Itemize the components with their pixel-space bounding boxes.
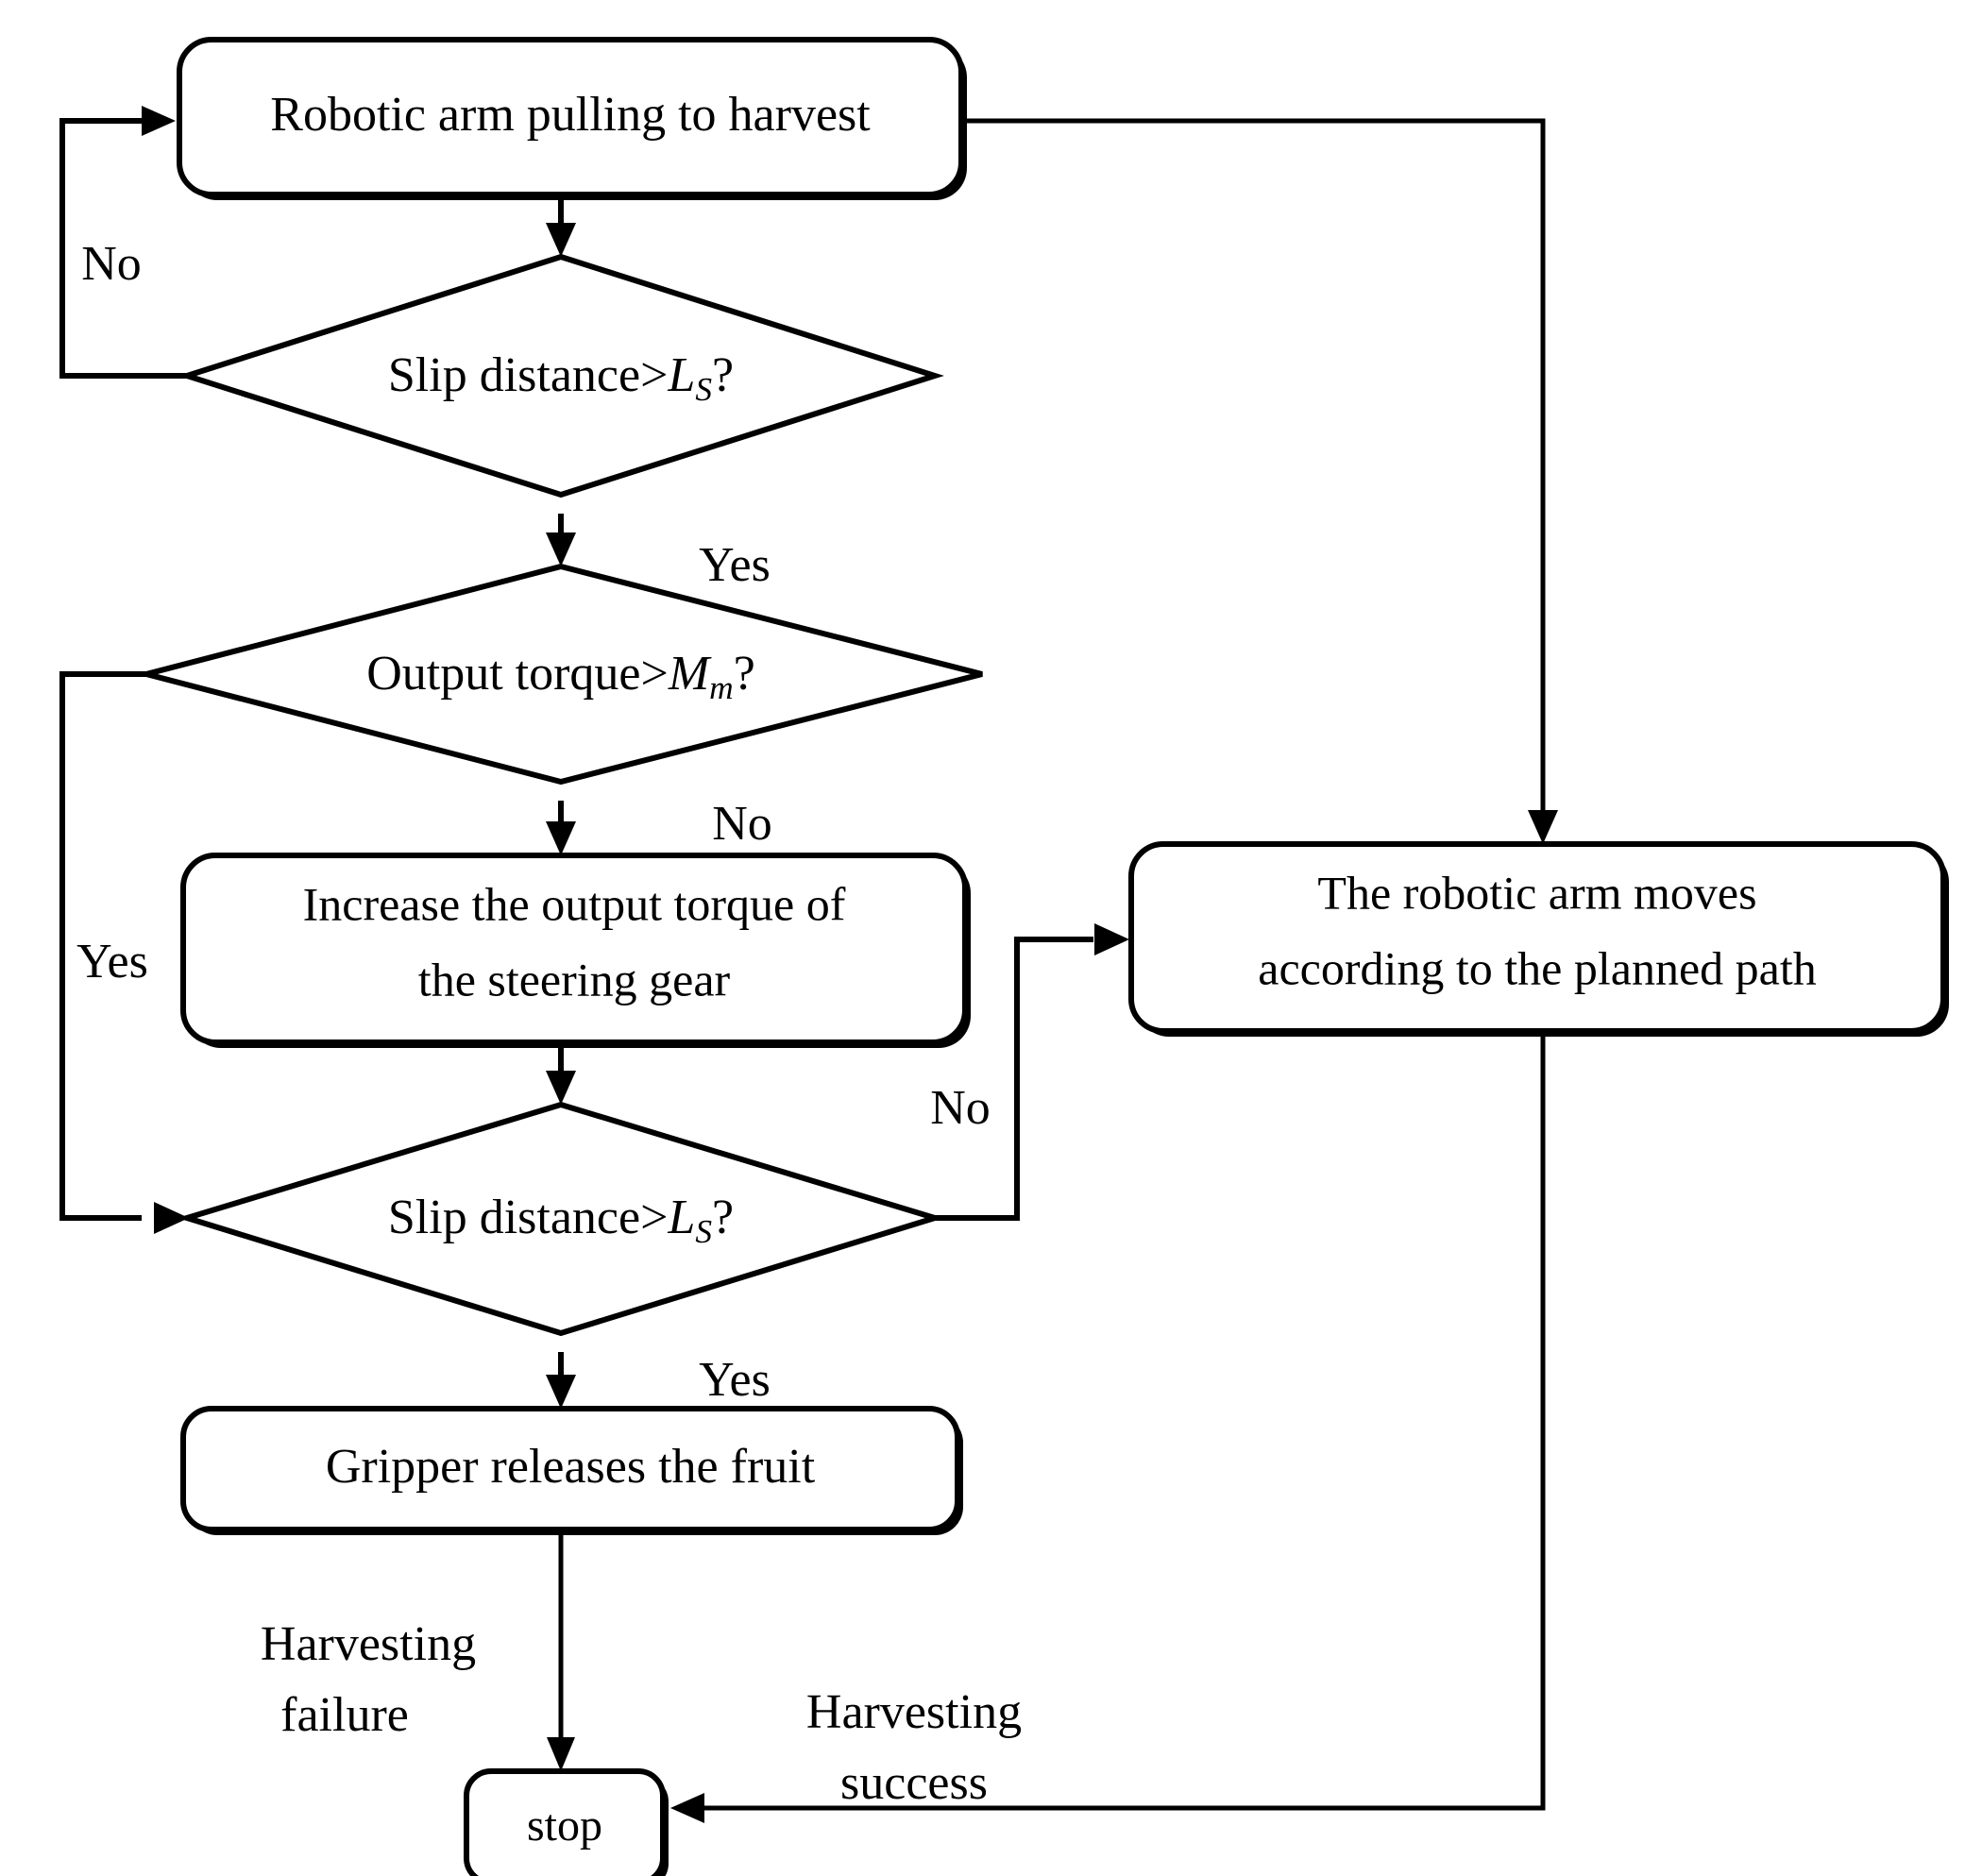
- edge-label-no-slip2-right: No: [930, 1081, 991, 1135]
- node-label-gripper-releases-fruit: Gripper releases the fruit: [326, 1440, 816, 1494]
- slip2-prefix: Slip distance>: [388, 1191, 669, 1244]
- node-label-planned-path-line2: according to the planned path: [1258, 941, 1816, 994]
- slip1-suffix: ?: [712, 348, 734, 402]
- edge-increase-to-slip2: [546, 1046, 576, 1105]
- edge-label-harvesting-failure-line1: Harvesting: [261, 1617, 476, 1671]
- slip1-prefix: Slip distance>: [388, 348, 669, 402]
- edge-label-no-torque-down: No: [712, 797, 772, 851]
- edge-slip2-yes-to-gripper: [546, 1352, 576, 1409]
- node-label-planned-path-line1: The robotic arm moves: [1317, 866, 1756, 919]
- node-increase-output-torque[interactable]: Increase the output torque of the steeri…: [180, 853, 971, 1048]
- node-label-output-torque: Output torque>Mm?: [366, 647, 755, 706]
- node-output-torque[interactable]: Output torque>Mm?: [135, 563, 983, 786]
- edge-planned-path-to-stop: [670, 1037, 1546, 1823]
- node-slip-distance-1[interactable]: Slip distance>LS?: [178, 253, 944, 499]
- slip1-sub: S: [695, 370, 712, 408]
- edge-slip2-no-to-planned-path: [935, 923, 1129, 1221]
- edge-no-loop-to-start: [59, 106, 189, 379]
- edge-gripper-to-stop: [547, 1530, 575, 1771]
- node-gripper-releases-fruit[interactable]: Gripper releases the fruit: [180, 1406, 963, 1535]
- node-robotic-arm-planned-path[interactable]: The robotic arm moves according to the p…: [1128, 841, 1949, 1037]
- edge-label-harvesting-success-line1: Harvesting: [806, 1685, 1022, 1739]
- edge-label-yes-slip1: Yes: [699, 538, 771, 592]
- slip2-var: L: [667, 1191, 695, 1244]
- edge-torque-yes-to-slip2: [59, 671, 189, 1234]
- edge-slip1-yes-to-torque: [546, 514, 576, 566]
- slip2-suffix: ?: [712, 1191, 734, 1244]
- torque-var: M: [668, 647, 712, 701]
- torque-prefix: Output torque>: [366, 647, 669, 701]
- node-robotic-arm-pulling[interactable]: Robotic arm pulling to harvest: [177, 37, 967, 200]
- edge-start-to-planned-path: [963, 118, 1558, 844]
- node-label-increase-torque-line1: Increase the output torque of: [303, 877, 846, 930]
- torque-sub: m: [709, 668, 734, 706]
- node-label-slip-distance-2: Slip distance>LS?: [388, 1191, 734, 1250]
- edge-label-harvesting-failure-line2: failure: [280, 1688, 409, 1742]
- node-slip-distance-2[interactable]: Slip distance>LS?: [177, 1101, 945, 1337]
- edge-label-yes-torque-left: Yes: [76, 935, 148, 989]
- node-label-increase-torque-line2: the steering gear: [418, 953, 731, 1006]
- node-label-stop: stop: [527, 1800, 602, 1851]
- torque-suffix: ?: [734, 647, 755, 701]
- node-stop[interactable]: stop: [464, 1768, 669, 1876]
- edge-label-harvesting-success-line2: success: [840, 1756, 988, 1810]
- edge-start-to-slip1: [546, 196, 576, 257]
- edge-label-yes-slip2-down: Yes: [699, 1353, 771, 1407]
- node-label-slip-distance-1: Slip distance>LS?: [388, 348, 734, 408]
- edge-label-no-loop-top: No: [81, 237, 142, 291]
- slip2-sub: S: [695, 1212, 712, 1250]
- edge-torque-no-to-increase: [546, 801, 576, 855]
- slip1-var: L: [667, 348, 695, 402]
- node-label-robotic-arm-pulling: Robotic arm pulling to harvest: [270, 88, 871, 142]
